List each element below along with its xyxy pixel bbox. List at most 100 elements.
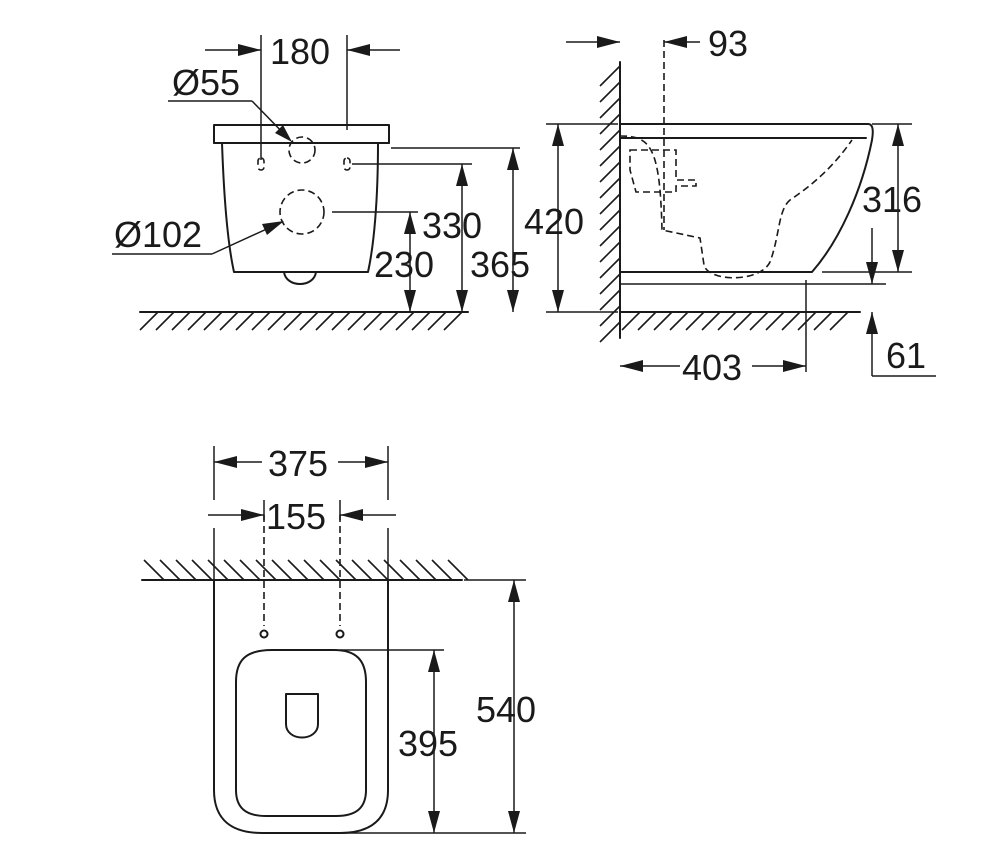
dim-label-420: 420 <box>524 201 584 242</box>
hatch-stroke <box>271 559 293 581</box>
dim-label-230: 230 <box>374 244 434 285</box>
hatch-stroke <box>315 311 335 331</box>
hatch-stroke <box>797 311 817 331</box>
dim-label-55: Ø55 <box>172 62 240 103</box>
hatch-stroke <box>287 559 309 581</box>
hatch-stroke <box>599 257 621 279</box>
hatch-stroke <box>599 129 621 151</box>
dim-330-arrow-top <box>456 164 468 186</box>
hatch-stroke <box>443 311 463 331</box>
hatch-stroke <box>415 559 437 581</box>
hatch-stroke <box>599 305 621 327</box>
top-bowl-outline <box>213 579 389 834</box>
hatch-stroke <box>207 559 229 581</box>
hatch-stroke <box>765 311 785 331</box>
dim-label-61: 61 <box>886 335 926 376</box>
dim-180-arrow-left <box>238 44 261 56</box>
front-floor-hatching <box>139 311 463 331</box>
hatch-stroke <box>303 559 325 581</box>
hatch-stroke <box>395 311 415 331</box>
hatch-stroke <box>351 559 373 581</box>
dim-61-arrow-bottom <box>866 312 878 334</box>
top-bowl-opening <box>285 693 319 739</box>
hatch-stroke <box>239 559 261 581</box>
hatch-stroke <box>335 559 357 581</box>
hatch-stroke <box>143 559 165 581</box>
hatch-stroke <box>599 321 621 343</box>
dim-93-arrow-left <box>597 36 620 48</box>
dim-316-arrow-top <box>892 124 904 146</box>
dim-label-330: 330 <box>422 205 482 246</box>
hatch-stroke <box>599 241 621 263</box>
front-bolt-hole-right <box>343 157 351 171</box>
hatch-stroke <box>367 559 389 581</box>
hatch-stroke <box>175 559 197 581</box>
hatch-stroke <box>319 559 341 581</box>
dim-155-arrow-left <box>241 509 264 521</box>
hatch-stroke <box>749 311 769 331</box>
hatch-stroke <box>159 559 181 581</box>
top-wall-hatching <box>143 559 469 581</box>
dim-label-316: 316 <box>862 179 922 220</box>
hatch-stroke <box>701 311 721 331</box>
hatch-stroke <box>599 161 621 183</box>
hatch-stroke <box>299 311 319 331</box>
hatch-stroke <box>829 311 849 331</box>
hatch-stroke <box>235 311 255 331</box>
hatch-stroke <box>187 311 207 331</box>
dim-230-arrow-top <box>404 212 416 234</box>
top-bolt-hole-right <box>335 629 345 639</box>
hatch-stroke <box>653 311 673 331</box>
side-inner-cavity <box>619 135 853 279</box>
hatch-stroke <box>399 559 421 581</box>
side-floor-hatching <box>621 311 849 331</box>
hatch-stroke <box>283 311 303 331</box>
hatch-stroke <box>733 311 753 331</box>
dim-180-arrow-right <box>347 44 370 56</box>
dim-540-arrow-top <box>508 580 520 602</box>
dim-label-155: 155 <box>266 496 326 537</box>
hatch-stroke <box>219 311 239 331</box>
hatch-stroke <box>383 559 405 581</box>
hatch-stroke <box>427 311 447 331</box>
dim-316-arrow-bottom <box>892 250 904 272</box>
hatch-stroke <box>431 559 453 581</box>
top-bolt-hole-left <box>259 629 269 639</box>
front-drain-lobe <box>283 271 317 285</box>
dim-540-arrow-bottom <box>508 811 520 833</box>
dim-365-arrow-bottom <box>507 290 519 312</box>
hatch-stroke <box>155 311 175 331</box>
hatch-stroke <box>599 81 621 103</box>
hatch-stroke <box>599 177 621 199</box>
hatch-stroke <box>669 311 689 331</box>
dim-label-180: 180 <box>270 31 330 72</box>
hatch-stroke <box>621 311 641 331</box>
hatch-stroke <box>599 289 621 311</box>
side-fixing-bracket <box>629 149 697 193</box>
dim-label-395: 395 <box>398 723 458 764</box>
hatch-stroke <box>599 225 621 247</box>
side-view: 93 420 316 61 403 <box>524 23 936 388</box>
side-bowl-outline <box>619 123 874 273</box>
hatch-stroke <box>379 311 399 331</box>
side-wall-hatching <box>599 65 621 343</box>
dim-375-arrow-left <box>214 456 237 468</box>
hatch-stroke <box>599 145 621 167</box>
dim-420-arrow-top <box>552 124 564 146</box>
dim-403-arrow-right <box>783 360 806 372</box>
outlet-circle <box>288 136 316 164</box>
hatch-stroke <box>599 193 621 215</box>
dim-label-365: 365 <box>470 244 530 285</box>
hatch-stroke <box>223 559 245 581</box>
hatch-stroke <box>363 311 383 331</box>
hatch-stroke <box>411 311 431 331</box>
dim-403-arrow-left <box>620 360 643 372</box>
dim-61-arrow-top <box>866 262 878 284</box>
hatch-stroke <box>139 311 159 331</box>
hatch-stroke <box>813 311 833 331</box>
hatch-stroke <box>599 209 621 231</box>
hatch-stroke <box>685 311 705 331</box>
hatch-stroke <box>171 311 191 331</box>
dim-395-arrow-bottom <box>428 811 440 833</box>
